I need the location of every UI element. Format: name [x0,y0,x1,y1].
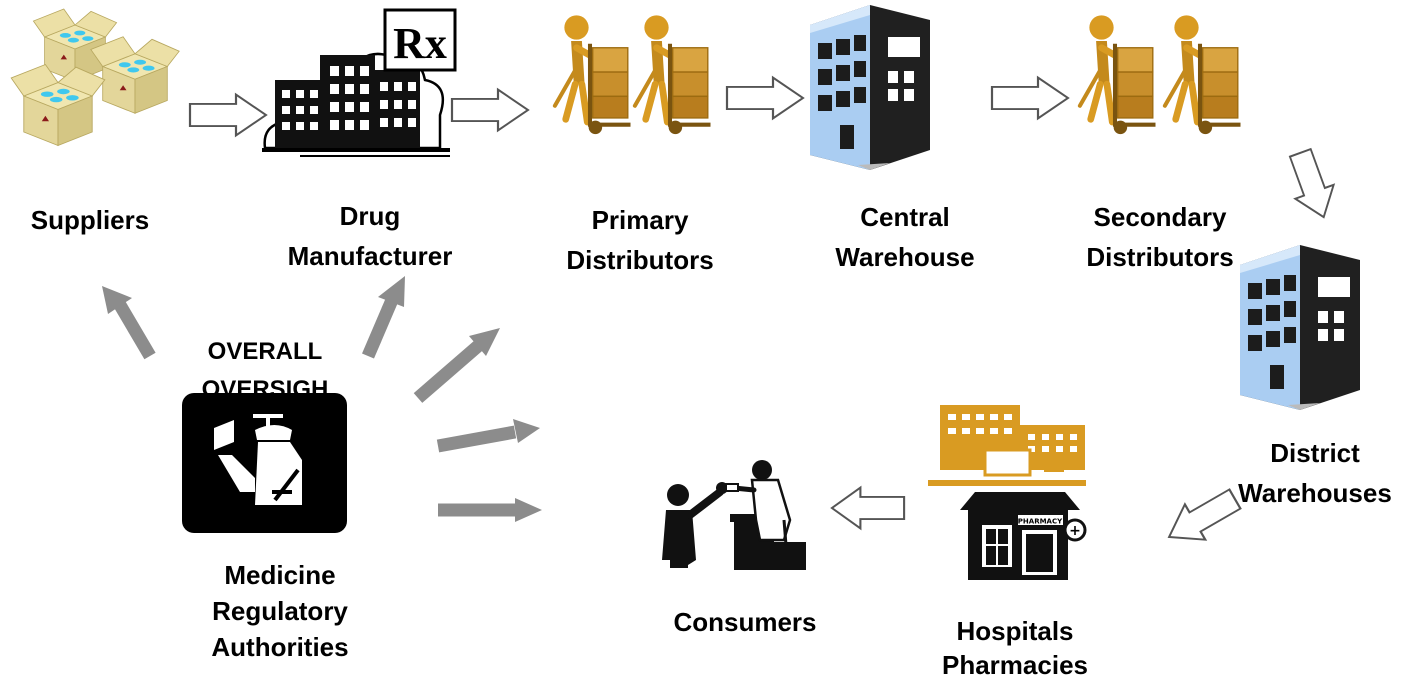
factory-rx-icon: Rx [262,8,457,157]
oversight-arrow-to-top-row [413,328,500,403]
label-suppliers: Suppliers [30,205,150,235]
label-overall-oversight: OVERALL OVERSIGH [201,338,329,399]
svg-text:+: + [1069,523,1081,539]
inspector-icon [182,393,347,533]
oversight-arrow-to-manufacturer [362,276,405,359]
flow-arrow-secondary-to-district [1280,144,1344,226]
label-district-warehouses: District Warehouses [1238,438,1392,508]
flow-arrow-manufacturer-to-primary [450,88,530,132]
label-secondary-distributors: Secondary Distributors [1086,202,1234,272]
oversight-arrow-to-middle [436,419,540,453]
label-central-warehouse: Central Warehouse [835,202,975,272]
oversight-arrow-to-consumers [438,498,542,522]
label-medicine-regulatory-authorities: Medicine Regulatory Authorities [211,560,349,662]
label-drug-manufacturer: Drug Manufacturer [287,201,453,271]
hand-truck-workers-icon [555,15,711,134]
pharmacy-sign: PHARMACY [1018,518,1063,526]
pharmacist-customer-icon [662,460,806,570]
office-building-icon [810,5,930,170]
rx-badge: Rx [393,19,447,68]
flow-arrow-central-to-secondary [990,76,1070,120]
flow-arrow-primary-to-central [725,76,805,120]
oversight-arrow-to-suppliers [102,286,156,360]
label-primary-distributors: Primary Distributors [566,205,714,275]
flow-arrow-suppliers-to-manufacturer [188,93,268,137]
label-hospitals-pharmacies: Hospitals Pharmacies [942,616,1088,680]
label-consumers: Consumers [673,607,817,637]
oversight-arrows [102,276,542,522]
flow-arrow-hospitals-to-consumers [830,486,906,530]
open-boxes-icon [10,8,180,146]
hand-truck-workers-icon [1080,15,1241,134]
hospital-pharmacy-icon: PHARMACY + [928,405,1087,580]
